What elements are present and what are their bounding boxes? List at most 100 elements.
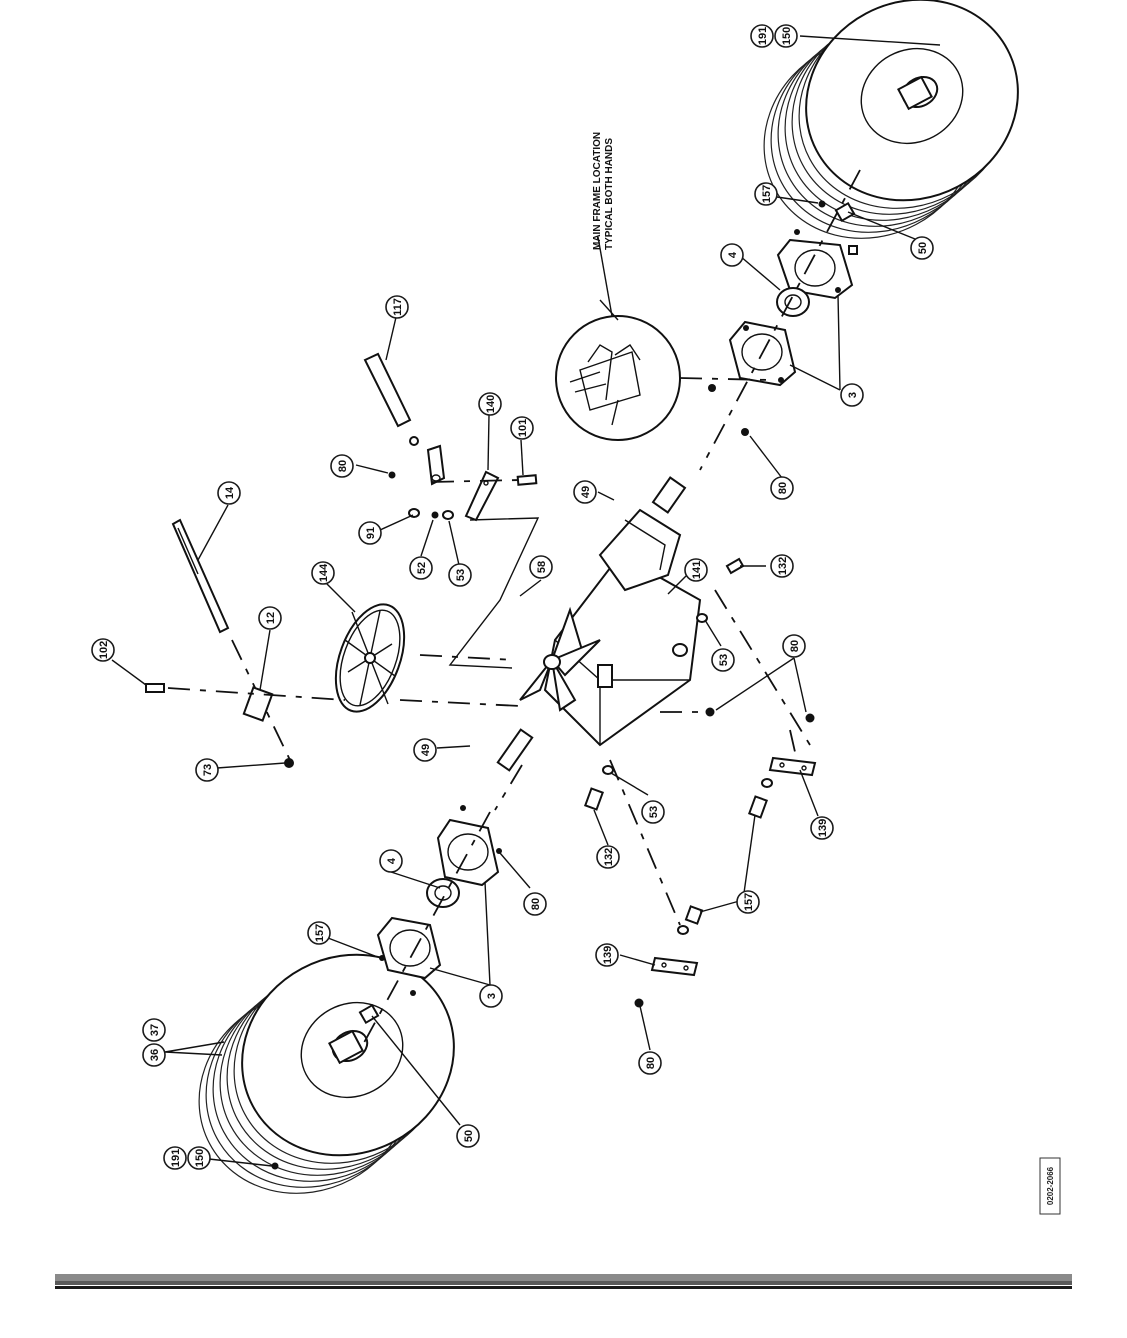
- callout-label: 12: [265, 612, 277, 624]
- callout-144: 144: [311, 561, 335, 585]
- flange-left-outer: [376, 916, 442, 996]
- callout-53: 53: [641, 800, 665, 824]
- callout-label: 3: [847, 392, 859, 398]
- bracket-12: [242, 686, 274, 722]
- callout-80: 80: [782, 634, 806, 658]
- wheel-left: [198, 953, 455, 1194]
- callout-49: 49: [413, 738, 437, 762]
- lever-140: [464, 470, 500, 522]
- plate-139-left: [650, 956, 699, 977]
- leader-lines: [111, 35, 941, 1167]
- callout-132: 132: [596, 845, 620, 869]
- callout-label: 14: [224, 486, 236, 499]
- callout-49: 49: [573, 480, 597, 504]
- callout-73: 73: [195, 758, 219, 782]
- callout-label: 144: [318, 563, 330, 582]
- callout-label: 157: [761, 185, 773, 203]
- callout-139: 139: [810, 816, 834, 840]
- callout-label: 157: [743, 893, 755, 911]
- callout-label: 4: [386, 857, 398, 864]
- callout-label: 80: [777, 482, 789, 494]
- callout-label: 52: [416, 562, 428, 574]
- callout-label: 49: [420, 744, 432, 756]
- callout-label: 150: [194, 1149, 206, 1167]
- callout-label: 53: [648, 806, 660, 818]
- handwheel: [334, 603, 406, 713]
- callout-150: 150: [187, 1146, 211, 1170]
- flange-left-inner: [436, 805, 502, 887]
- callout-53: 53: [711, 648, 735, 672]
- callout-label: 58: [536, 561, 548, 573]
- callout-label: 50: [463, 1130, 475, 1142]
- callout-label: 4: [727, 251, 739, 258]
- callout-label: 150: [781, 27, 793, 45]
- callout-157: 157: [307, 921, 331, 945]
- bolt-102: [145, 683, 165, 693]
- shift-rod: [363, 352, 419, 446]
- callout-label: 80: [645, 1057, 657, 1069]
- callout-label: 80: [337, 460, 349, 472]
- callout-4: 4: [720, 243, 744, 267]
- cable-14: [171, 518, 230, 634]
- callout-12: 12: [258, 606, 282, 630]
- callout-label: 140: [485, 395, 497, 413]
- callout-101: 101: [510, 416, 534, 440]
- wheel-right: [763, 0, 1019, 239]
- callout-191: 191: [163, 1146, 187, 1170]
- callout-label: 132: [603, 848, 615, 866]
- callout-label: 91: [365, 527, 377, 539]
- plate-139-right: [768, 756, 817, 777]
- flange-right-outer: [776, 229, 854, 300]
- callout-label: 102: [98, 641, 110, 659]
- callout-80: 80: [638, 1051, 662, 1075]
- note-line-1: MAIN FRAME LOCATION: [592, 132, 603, 250]
- callout-50: 50: [456, 1124, 480, 1148]
- callout-191: 191: [750, 24, 774, 48]
- callout-53: 53: [448, 563, 472, 587]
- callout-label: 139: [817, 819, 829, 837]
- gearbox-blades: [519, 606, 601, 712]
- callout-36: 36: [142, 1043, 166, 1067]
- callout-label: 3: [486, 993, 498, 999]
- callout-50: 50: [910, 236, 934, 260]
- callout-label: 73: [202, 764, 214, 776]
- callout-label: 80: [530, 898, 542, 910]
- callout-141: 141: [684, 558, 708, 582]
- callout-label: 53: [455, 569, 467, 581]
- callout-label: 49: [580, 486, 592, 498]
- callout-157: 157: [736, 890, 760, 914]
- main-frame-detail: [555, 299, 681, 441]
- callout-label: 50: [917, 242, 929, 254]
- callout-4: 4: [379, 849, 403, 873]
- callout-58: 58: [529, 555, 553, 579]
- callout-80: 80: [523, 892, 547, 916]
- callout-3: 3: [840, 383, 864, 407]
- callout-157: 157: [754, 182, 778, 206]
- shift-link: [426, 444, 446, 486]
- callout-80: 80: [770, 476, 794, 500]
- note-line-2: TYPICAL BOTH HANDS: [604, 138, 615, 250]
- callout-14: 14: [217, 481, 241, 505]
- callout-label: 37: [149, 1024, 161, 1036]
- callout-label: 80: [789, 640, 801, 652]
- callout-52: 52: [409, 556, 433, 580]
- callout-139: 139: [595, 943, 619, 967]
- callout-label: 117: [392, 298, 404, 316]
- callout-label: 101: [517, 419, 529, 437]
- nut-73: [284, 758, 294, 768]
- bearing-right: [776, 287, 810, 317]
- callout-80: 80: [330, 454, 354, 478]
- main-frame-note: MAIN FRAME LOCATION TYPICAL BOTH HANDS: [592, 132, 615, 250]
- callout-140: 140: [478, 392, 502, 416]
- bearing-left: [426, 878, 460, 908]
- gearbox: [496, 476, 702, 772]
- callout-label: 36: [149, 1049, 161, 1061]
- callout-132: 132: [770, 554, 794, 578]
- callout-label: 157: [314, 924, 326, 942]
- callout-label: 191: [170, 1149, 182, 1167]
- callout-label: 132: [777, 557, 789, 575]
- callout-117: 117: [385, 295, 409, 319]
- callout-3: 3: [479, 984, 503, 1008]
- callouts: 191 150 157 50 4 3 80 117 140 101 80 91 …: [91, 24, 934, 1170]
